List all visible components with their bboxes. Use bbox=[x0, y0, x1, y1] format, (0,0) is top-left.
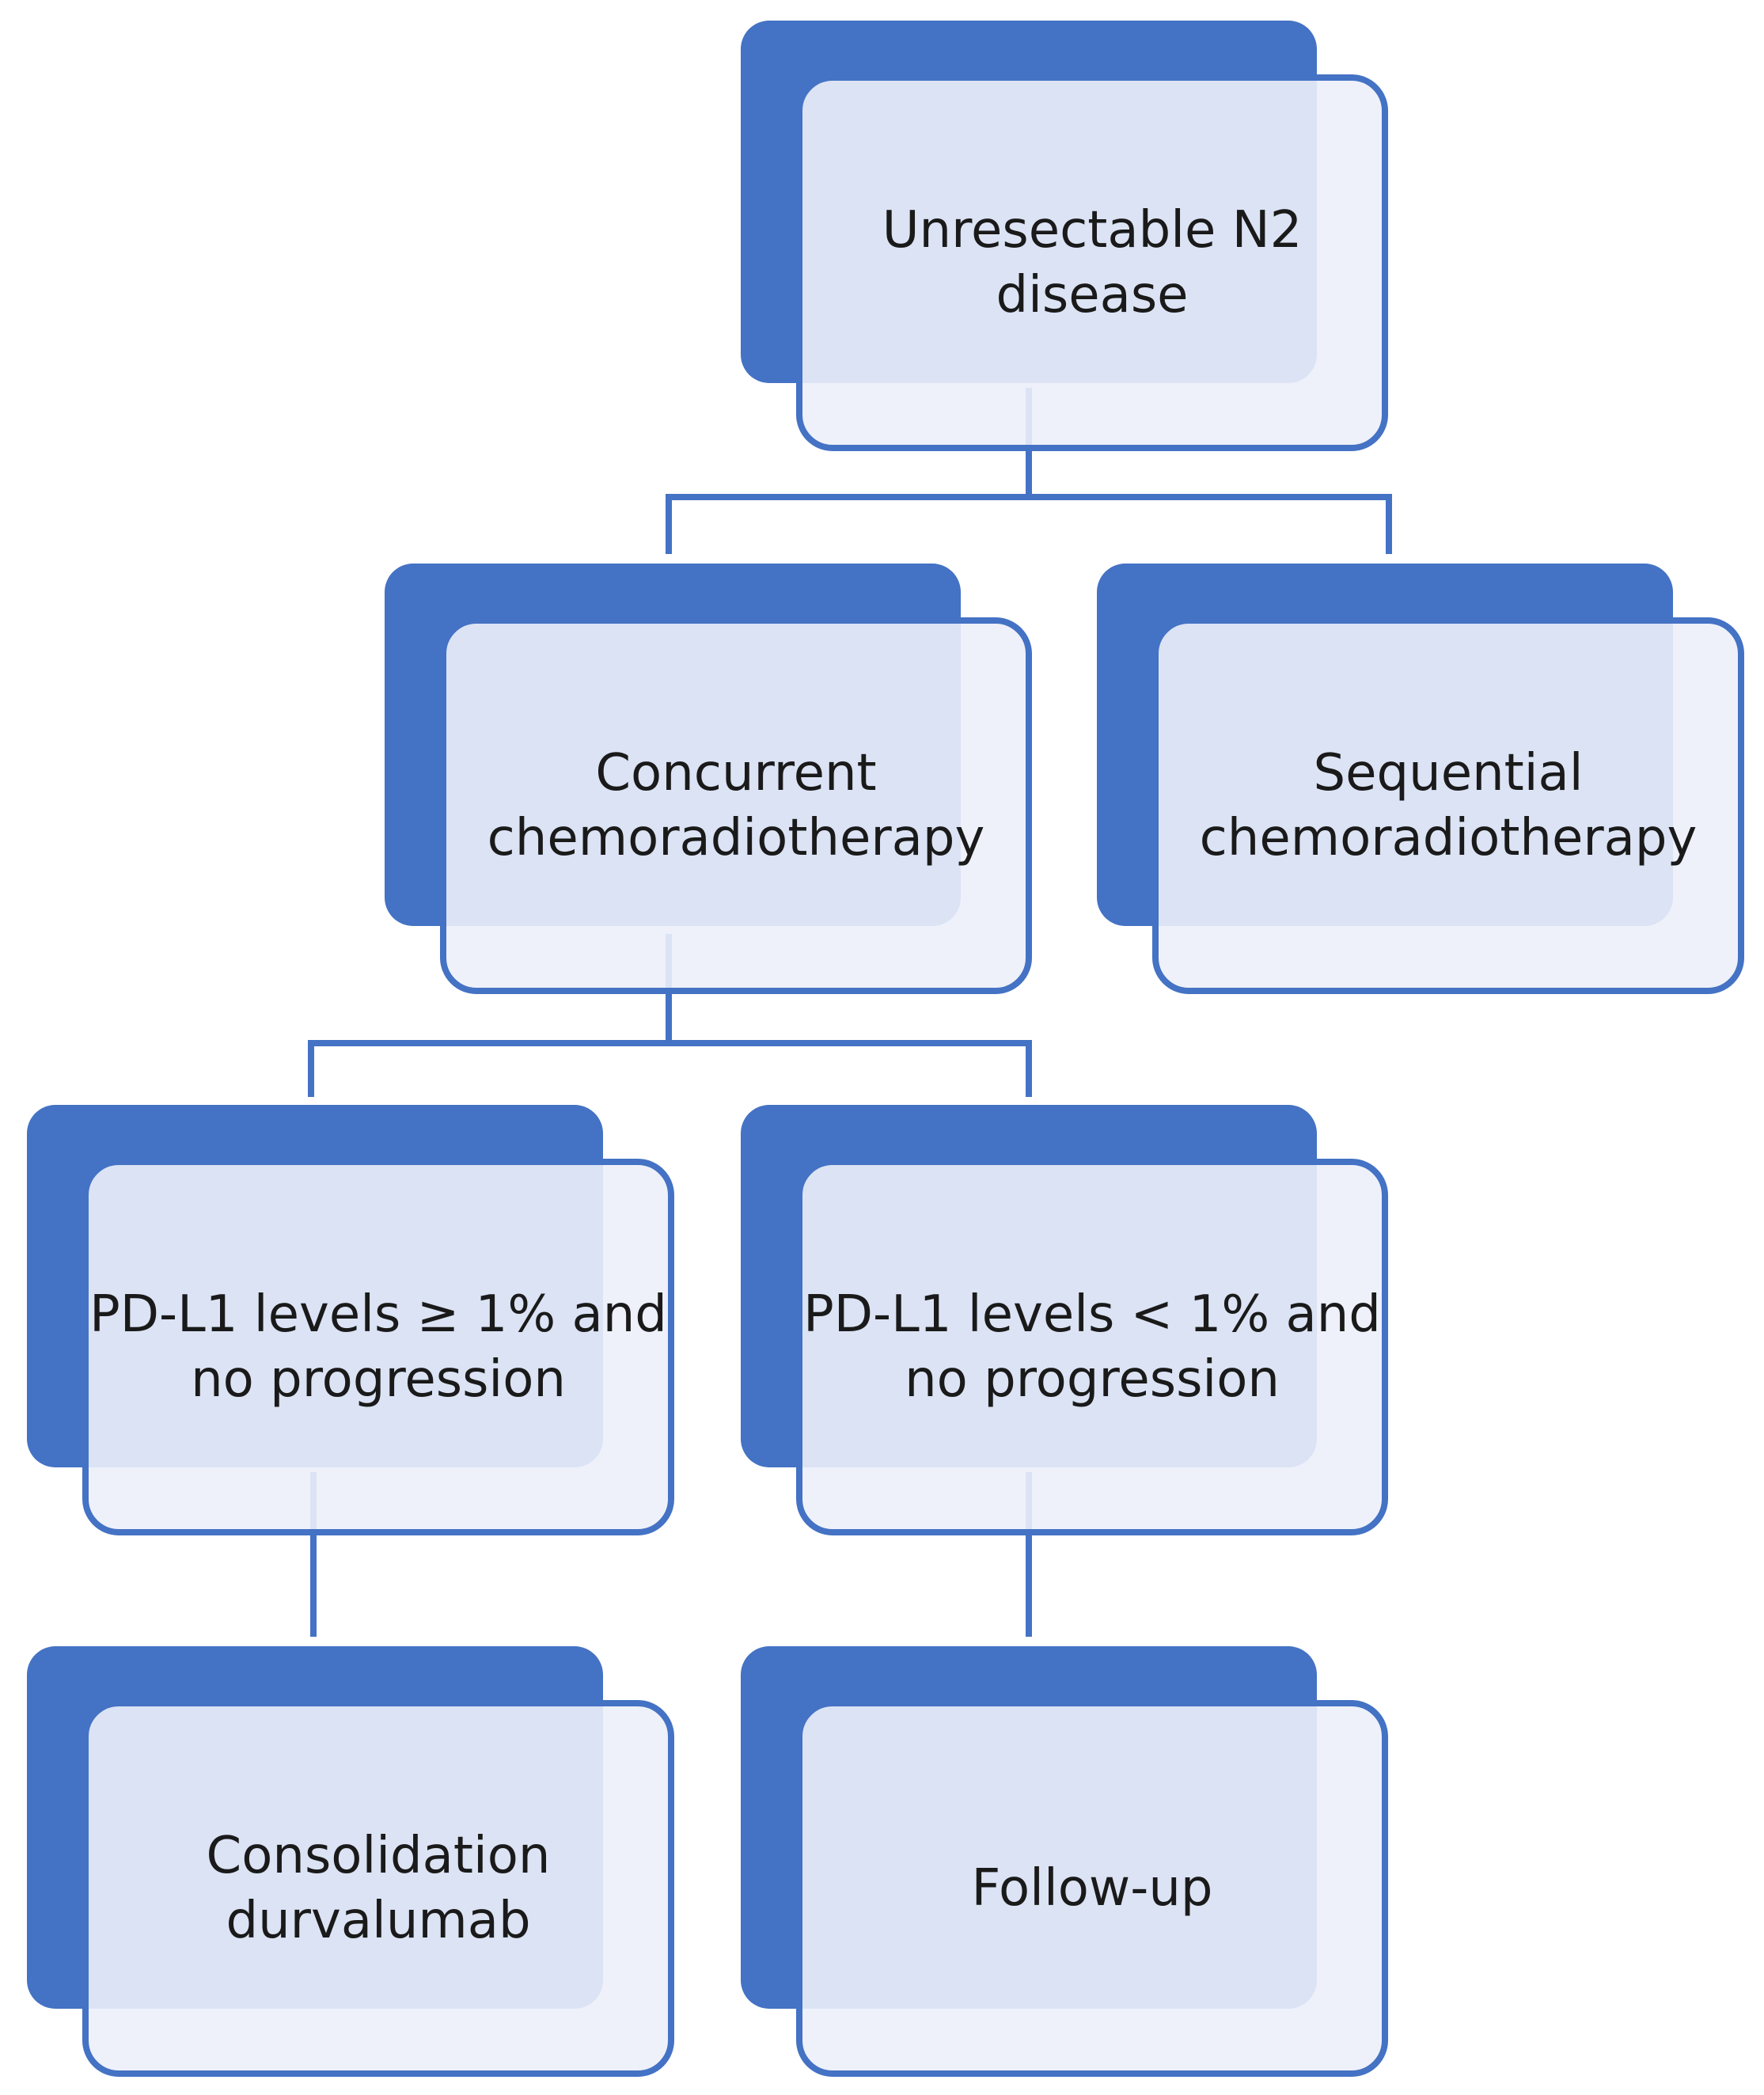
node-box bbox=[796, 1700, 1388, 2077]
node-label-sequential: Sequential chemoradiotherapy bbox=[1199, 744, 1698, 867]
node-box bbox=[796, 1159, 1388, 1535]
node-label-followup: Follow-up bbox=[971, 1859, 1213, 1918]
node-box bbox=[1152, 617, 1744, 994]
node-label-pdl1-high: PD-L1 levels ≥ 1% and no progression bbox=[89, 1285, 667, 1409]
node-label-durvalumab: Consolidation durvalumab bbox=[206, 1827, 551, 1950]
node-box bbox=[440, 617, 1032, 994]
node-box bbox=[796, 74, 1388, 451]
node-label-concurrent: Concurrent chemoradiotherapy bbox=[487, 744, 985, 867]
node-label-unresectable: Unresectable N2 disease bbox=[882, 201, 1303, 324]
node-label-pdl1-low: PD-L1 levels < 1% and no progression bbox=[803, 1285, 1381, 1409]
node-box bbox=[82, 1700, 674, 2077]
node-box bbox=[82, 1159, 674, 1535]
